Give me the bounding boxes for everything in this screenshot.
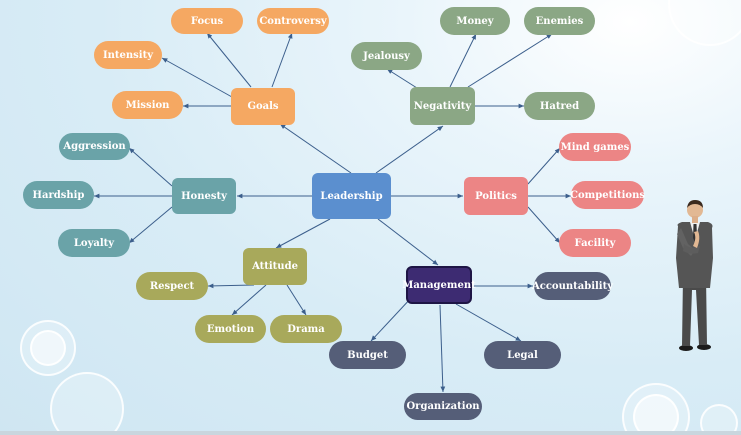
node-mind-games[interactable]: Mind games [559, 133, 631, 161]
connector-arrow [286, 284, 307, 316]
node-intensity[interactable]: Intensity [94, 41, 162, 69]
decor-circle [633, 394, 679, 435]
node-legal[interactable]: Legal [484, 341, 561, 369]
node-drama[interactable]: Drama [270, 315, 342, 343]
connector-arrow [377, 218, 439, 266]
connector-arrow [231, 284, 267, 316]
node-controversy[interactable]: Controversy [257, 8, 329, 34]
node-hatred[interactable]: Hatred [524, 92, 595, 120]
node-aggression[interactable]: Aggression [59, 133, 130, 160]
connector-arrow [370, 296, 413, 342]
node-negativity[interactable]: Negativity [410, 87, 475, 125]
decor-circle [50, 372, 124, 435]
node-competitions[interactable]: Competitions [570, 181, 645, 209]
node-loyalty[interactable]: Loyalty [58, 229, 130, 257]
node-politics[interactable]: Politics [464, 177, 528, 215]
node-goals[interactable]: Goals [231, 88, 295, 125]
connector-arrow [386, 68, 418, 89]
node-attitude[interactable]: Attitude [243, 248, 307, 285]
node-enemies[interactable]: Enemies [524, 7, 595, 35]
node-accountability[interactable]: Accountability [532, 272, 613, 300]
node-management[interactable]: Management [402, 266, 476, 304]
connector-arrow [128, 147, 173, 187]
decor-circle [700, 404, 738, 435]
connector-arrow [527, 147, 561, 185]
node-money[interactable]: Money [440, 7, 510, 35]
node-emotion[interactable]: Emotion [195, 315, 266, 343]
node-respect[interactable]: Respect [136, 272, 208, 300]
node-jealousy[interactable]: Jealousy [351, 42, 422, 70]
node-leadership[interactable]: Leadership [312, 173, 391, 219]
node-honesty[interactable]: Honesty [172, 178, 236, 214]
connector-arrow [128, 206, 173, 244]
node-mission[interactable]: Mission [112, 91, 183, 119]
node-budget[interactable]: Budget [329, 341, 406, 369]
connector-arrow [279, 123, 352, 174]
businessman-figure-icon [676, 200, 713, 351]
connector-arrow [467, 33, 553, 88]
node-facility[interactable]: Facility [559, 229, 631, 257]
connector-arrow [449, 33, 477, 88]
node-organization[interactable]: Organization [404, 393, 482, 420]
connector-arrow [439, 304, 446, 393]
node-focus[interactable]: Focus [171, 8, 243, 34]
connector-arrow [271, 32, 293, 88]
connector-arrow [206, 32, 252, 88]
connector-arrow [455, 303, 522, 342]
decor-circle [30, 330, 66, 366]
connector-arrow [375, 125, 444, 174]
connector-arrow [161, 57, 233, 98]
connector-arrow [275, 218, 331, 249]
node-hardship[interactable]: Hardship [23, 181, 94, 209]
connector-arrow [527, 206, 561, 244]
status-bar [0, 431, 741, 435]
connector-arrow [207, 283, 255, 289]
